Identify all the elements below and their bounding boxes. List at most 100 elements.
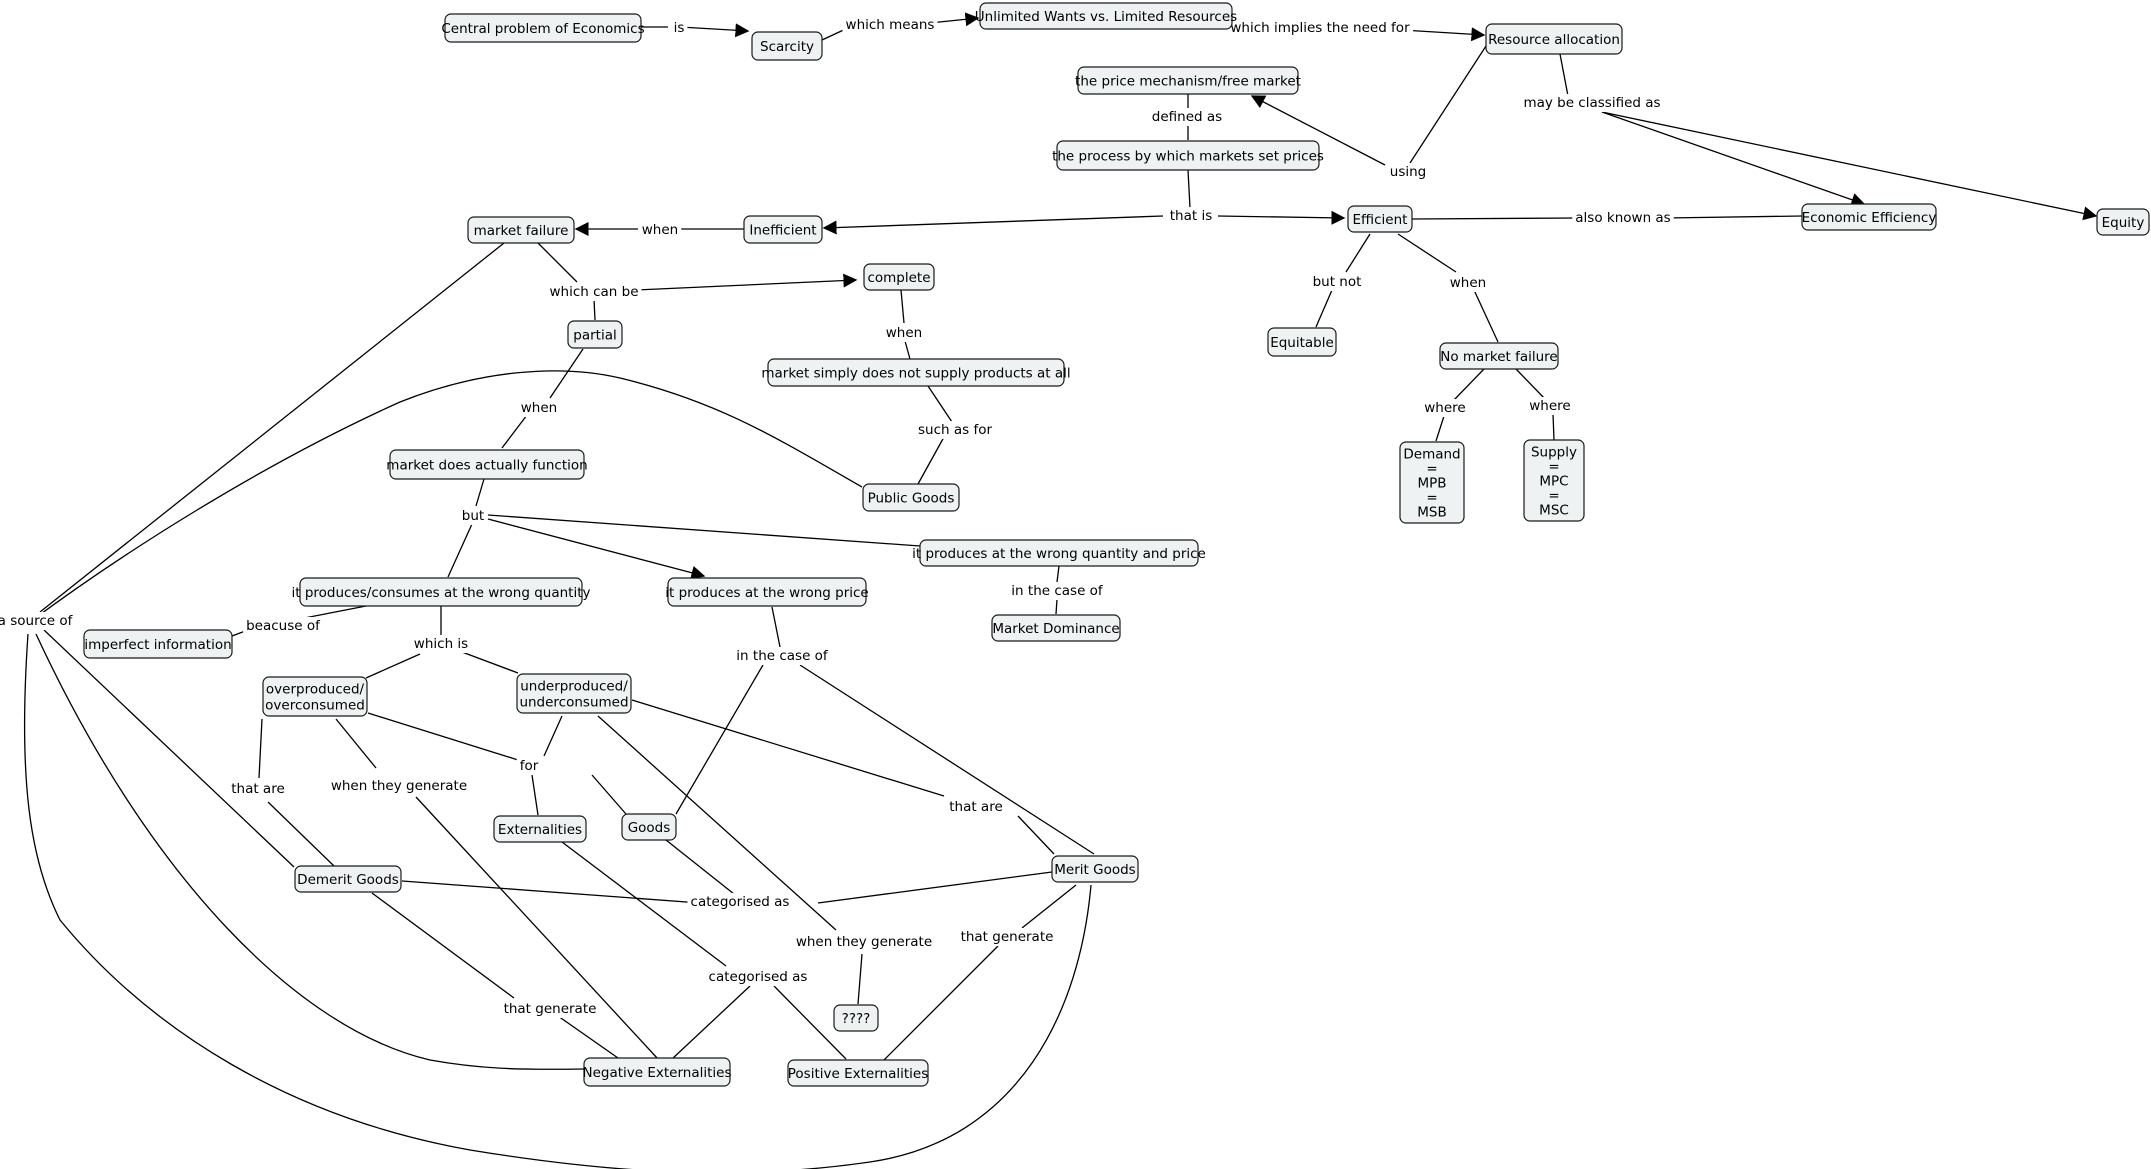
node-process[interactable]: the process by which markets set prices bbox=[1052, 140, 1324, 171]
node-box[interactable] bbox=[862, 483, 960, 512]
node-label: No market failure bbox=[1440, 349, 1558, 365]
node-box[interactable] bbox=[863, 263, 935, 291]
node-wrong-p[interactable]: it produces at the wrong price bbox=[665, 577, 869, 607]
link-label-defined: defined as bbox=[1148, 108, 1226, 126]
node-box[interactable] bbox=[1523, 439, 1585, 522]
node-label: the process by which markets set prices bbox=[1052, 149, 1324, 165]
link-label-when-mf: when bbox=[638, 221, 682, 239]
node-box[interactable] bbox=[299, 577, 583, 607]
node-box[interactable] bbox=[444, 13, 642, 43]
edge-externalities-catext bbox=[561, 841, 727, 967]
node-imperfect[interactable]: imperfect information bbox=[83, 629, 233, 659]
edge-whichmeans-unlimited bbox=[929, 12, 980, 27]
node-demand[interactable]: Demand=MPB=MSB bbox=[1399, 441, 1465, 524]
node-label: partial bbox=[573, 328, 616, 344]
link-text: that are bbox=[949, 799, 1003, 815]
node-box[interactable] bbox=[516, 673, 632, 714]
node-label: Public Goods bbox=[868, 491, 955, 507]
node-box[interactable] bbox=[979, 2, 1233, 30]
node-box[interactable] bbox=[83, 629, 233, 659]
node-price-mech[interactable]: the price mechanism/free market bbox=[1075, 66, 1301, 95]
node-box[interactable] bbox=[389, 449, 585, 480]
node-central[interactable]: Central problem of Economics bbox=[441, 13, 645, 43]
node-public-goods[interactable]: Public Goods bbox=[862, 483, 960, 512]
node-box[interactable] bbox=[262, 676, 368, 717]
node-neg-ext[interactable]: Negative Externalities bbox=[582, 1057, 732, 1087]
node-merit[interactable]: Merit Goods bbox=[1051, 855, 1139, 883]
edge-whichcanbe-partial bbox=[593, 298, 596, 321]
node-equity[interactable]: Equity bbox=[2096, 208, 2150, 236]
node-box[interactable] bbox=[2096, 208, 2150, 236]
node-efficient[interactable]: Efficient bbox=[1347, 205, 1413, 233]
edge-underprod-thatare bbox=[631, 699, 945, 797]
link-label-because: beacuse of bbox=[243, 617, 325, 635]
node-box[interactable] bbox=[787, 1059, 929, 1087]
node-econ-eff[interactable]: Economic Efficiency bbox=[1801, 203, 1937, 231]
node-wrong-q[interactable]: it produces/consumes at the wrong quanti… bbox=[291, 577, 591, 607]
link-text: which is bbox=[414, 636, 468, 652]
node-box[interactable] bbox=[751, 31, 823, 61]
edge-mf-whichcanbe bbox=[537, 242, 578, 283]
edge-overprod-whengen bbox=[335, 718, 377, 769]
edge-when-nomf bbox=[1473, 289, 1499, 343]
node-equitable[interactable]: Equitable bbox=[1267, 327, 1337, 357]
node-box[interactable] bbox=[493, 815, 587, 843]
edge-but-wrongq bbox=[447, 523, 473, 578]
node-pos-ext[interactable]: Positive Externalities bbox=[787, 1059, 929, 1087]
node-wrong-qp[interactable]: it produces at the wrong quantity and pr… bbox=[912, 539, 1206, 567]
node-box[interactable] bbox=[583, 1057, 731, 1087]
node-label: = bbox=[1548, 488, 1559, 504]
node-box[interactable] bbox=[833, 1004, 879, 1032]
node-box[interactable] bbox=[667, 577, 867, 607]
node-supply[interactable]: Supply=MPC=MSC bbox=[1523, 439, 1585, 522]
node-box[interactable] bbox=[1801, 203, 1937, 231]
node-box[interactable] bbox=[1399, 441, 1465, 524]
node-box[interactable] bbox=[1347, 205, 1413, 233]
node-box[interactable] bbox=[919, 539, 1199, 567]
link-text: which can be bbox=[549, 284, 638, 300]
node-box[interactable] bbox=[991, 614, 1121, 642]
node-box[interactable] bbox=[743, 215, 823, 244]
node-box[interactable] bbox=[621, 813, 677, 841]
node-box[interactable] bbox=[294, 865, 402, 893]
node-box[interactable] bbox=[767, 358, 1065, 387]
node-box[interactable] bbox=[1439, 342, 1559, 370]
edge-whengen-qqq bbox=[857, 953, 863, 1005]
node-box[interactable] bbox=[467, 216, 575, 244]
edge-thatis-inefficient bbox=[822, 215, 1164, 235]
node-box[interactable] bbox=[1056, 140, 1320, 171]
node-resource[interactable]: Resource allocation bbox=[1485, 23, 1623, 55]
node-complete[interactable]: complete bbox=[863, 263, 935, 291]
link-text: when bbox=[1450, 275, 1486, 291]
node-label: Positive Externalities bbox=[788, 1066, 928, 1082]
node-box[interactable] bbox=[1267, 327, 1337, 357]
link-text: using bbox=[1390, 164, 1426, 180]
node-label: Equitable bbox=[1270, 335, 1334, 351]
node-inefficient[interactable]: Inefficient bbox=[743, 215, 823, 244]
node-unlimited[interactable]: Unlimited Wants vs. Limited Resources bbox=[975, 2, 1237, 30]
edge-whichcanbe-complete bbox=[635, 273, 858, 291]
node-box[interactable] bbox=[1485, 23, 1623, 55]
node-market-dom[interactable]: Market Dominance bbox=[991, 614, 1121, 642]
node-box[interactable] bbox=[1051, 855, 1139, 883]
node-box[interactable] bbox=[567, 320, 623, 349]
node-box[interactable] bbox=[1077, 66, 1299, 95]
node-qqq[interactable]: ???? bbox=[833, 1004, 879, 1032]
node-label: it produces at the wrong price bbox=[665, 585, 868, 601]
node-simply-not[interactable]: market simply does not supply products a… bbox=[761, 358, 1071, 387]
edge-using-pricemech bbox=[1250, 95, 1386, 166]
node-no-mf[interactable]: No market failure bbox=[1439, 342, 1559, 370]
node-underprod[interactable]: underproduced/underconsumed bbox=[516, 673, 632, 714]
node-goods[interactable]: Goods bbox=[621, 813, 677, 841]
node-overprod[interactable]: overproduced/overconsumed bbox=[262, 676, 368, 717]
edge-suchas-publicgoods bbox=[917, 436, 945, 485]
link-label-which-means: which means bbox=[842, 16, 938, 34]
node-externalities[interactable]: Externalities bbox=[493, 815, 587, 843]
link-text: such as for bbox=[918, 422, 992, 438]
node-partial[interactable]: partial bbox=[567, 320, 623, 349]
node-market-failure[interactable]: market failure bbox=[467, 216, 575, 244]
node-scarcity[interactable]: Scarcity bbox=[751, 31, 823, 61]
node-demerit[interactable]: Demerit Goods bbox=[294, 865, 402, 893]
node-does-function[interactable]: market does actually function bbox=[386, 449, 588, 480]
